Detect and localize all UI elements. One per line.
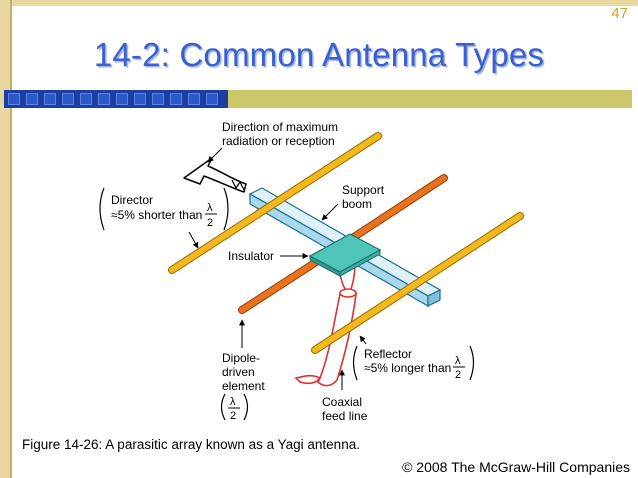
director-lambda: λ bbox=[207, 202, 213, 214]
label-direction-line2: radiation or reception bbox=[222, 134, 335, 148]
dipole-lambda: λ bbox=[230, 396, 236, 408]
direction-arrow-break bbox=[231, 179, 245, 191]
left-decorative-rule bbox=[0, 0, 10, 478]
label-support-line1: Support bbox=[342, 183, 385, 197]
bar-square bbox=[62, 93, 74, 105]
bar-square bbox=[98, 93, 110, 105]
label-direction-line1: Direction of maximum bbox=[222, 120, 338, 134]
label-dipole-line2: driven bbox=[222, 365, 255, 379]
leader-reflector bbox=[359, 335, 367, 345]
bar-square bbox=[44, 93, 56, 105]
reflector-element bbox=[312, 213, 523, 353]
bar-square bbox=[188, 93, 200, 105]
label-director-line1: Director bbox=[111, 193, 153, 207]
top-band bbox=[0, 0, 638, 6]
label-dipole-line3: element bbox=[222, 379, 265, 393]
bar-blue-segment bbox=[4, 90, 228, 108]
leader-direction bbox=[207, 147, 223, 163]
leader-support-boom bbox=[321, 203, 339, 221]
insulator bbox=[308, 233, 382, 277]
label-dipole-line1: Dipole- bbox=[222, 351, 260, 365]
label-reflector-line1: Reflector bbox=[364, 347, 412, 361]
copyright-notice: © 2008 The McGraw-Hill Companies bbox=[402, 459, 630, 475]
bar-square bbox=[134, 93, 146, 105]
left-decorative-line bbox=[10, 0, 12, 478]
director-paren-left bbox=[99, 187, 105, 231]
bar-square bbox=[80, 93, 92, 105]
label-coax-line2: feed line bbox=[322, 409, 368, 423]
direction-arrow-icon bbox=[183, 157, 247, 193]
label-insulator: Insulator bbox=[228, 249, 274, 263]
bar-square bbox=[116, 93, 128, 105]
driven-element-right bbox=[351, 175, 447, 240]
bar-square bbox=[206, 93, 218, 105]
dipole-two: 2 bbox=[230, 410, 236, 422]
director-paren-right bbox=[223, 187, 229, 231]
slide-title: 14-2: Common Antenna Types bbox=[93, 36, 545, 73]
bar-square bbox=[152, 93, 164, 105]
title-underline-bar bbox=[4, 90, 632, 108]
label-director-line2: ≈5% shorter than bbox=[111, 208, 202, 222]
bar-square bbox=[8, 93, 20, 105]
reflector-paren-left bbox=[352, 345, 358, 381]
reflector-lambda: λ bbox=[455, 355, 461, 367]
label-support-line2: boom bbox=[342, 197, 372, 211]
figure-caption: Figure 14-26: A parasitic array known as… bbox=[22, 437, 360, 452]
leader-director bbox=[188, 231, 199, 249]
slide-number: 47 bbox=[611, 5, 628, 22]
bar-olive-segment bbox=[228, 90, 632, 108]
bar-square bbox=[26, 93, 38, 105]
reflector-two: 2 bbox=[455, 369, 461, 381]
label-reflector-line2: ≈5% longer than bbox=[364, 361, 451, 375]
bar-square bbox=[170, 93, 182, 105]
director-two: 2 bbox=[207, 217, 213, 229]
director-element bbox=[169, 133, 381, 273]
yagi-antenna-diagram: Direction of maximum radiation or recept… bbox=[99, 120, 524, 423]
label-coax-line1: Coaxial bbox=[322, 395, 362, 409]
dipole-paren-right bbox=[243, 393, 249, 421]
reflector-paren-right bbox=[469, 345, 475, 381]
dipole-paren-left bbox=[220, 393, 226, 421]
